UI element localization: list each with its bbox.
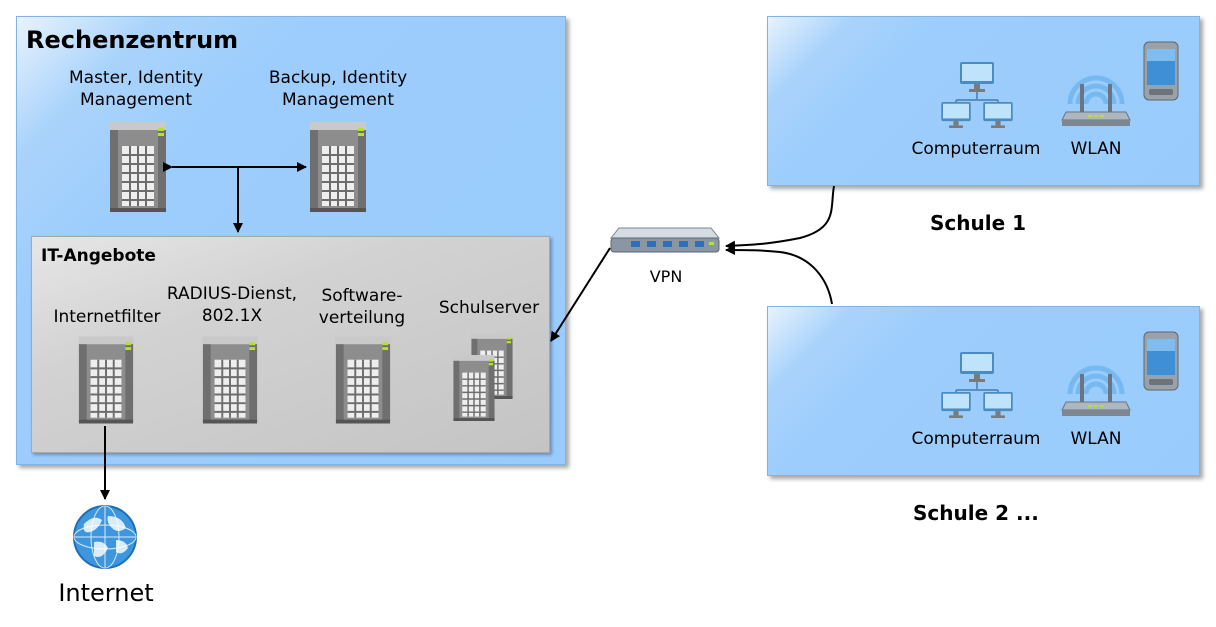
vpn-router-icon bbox=[609, 227, 721, 253]
school-2-wlan-label: WLAN bbox=[1070, 429, 1122, 449]
internetfilter-label: Internetfilter bbox=[53, 307, 161, 327]
datacenter-title: Rechenzentrum bbox=[26, 26, 239, 54]
radius-label: RADIUS-Dienst, 802.1X bbox=[166, 284, 298, 326]
school-2-smartphone-icon bbox=[1143, 331, 1179, 391]
internet-label: Internet bbox=[58, 579, 154, 607]
master-server-label: Master, Identity Management bbox=[68, 68, 204, 110]
backup-server-label: Backup, Identity Management bbox=[268, 68, 408, 110]
school-1-computer-network-icon bbox=[941, 62, 1013, 128]
school-2-name: Schule 2 ... bbox=[913, 501, 1039, 525]
schulserver-label: Schulserver bbox=[438, 298, 540, 318]
internet-globe-icon bbox=[73, 505, 137, 569]
school-2-wlan-router-icon bbox=[1061, 365, 1131, 416]
vpn-to-schulserver-arrow bbox=[550, 247, 611, 342]
school-1-computerroom-label: Computerraum bbox=[911, 139, 1041, 159]
school-2-computer-network-icon bbox=[941, 352, 1013, 418]
school-2-computerroom-label: Computerraum bbox=[911, 429, 1041, 449]
software-distribution-label: Software- verteilung bbox=[318, 286, 406, 328]
school-1-wlan-router-icon bbox=[1061, 75, 1131, 126]
it-services-title: IT-Angebote bbox=[41, 246, 156, 266]
vpn-label: VPN bbox=[649, 267, 683, 286]
school-1-smartphone-icon bbox=[1143, 41, 1179, 101]
school-2-to-vpn-line bbox=[725, 245, 833, 305]
school-1-name: Schule 1 bbox=[930, 211, 1027, 235]
school-1-to-vpn-line bbox=[725, 185, 835, 251]
school-1-wlan-label: WLAN bbox=[1070, 139, 1122, 159]
